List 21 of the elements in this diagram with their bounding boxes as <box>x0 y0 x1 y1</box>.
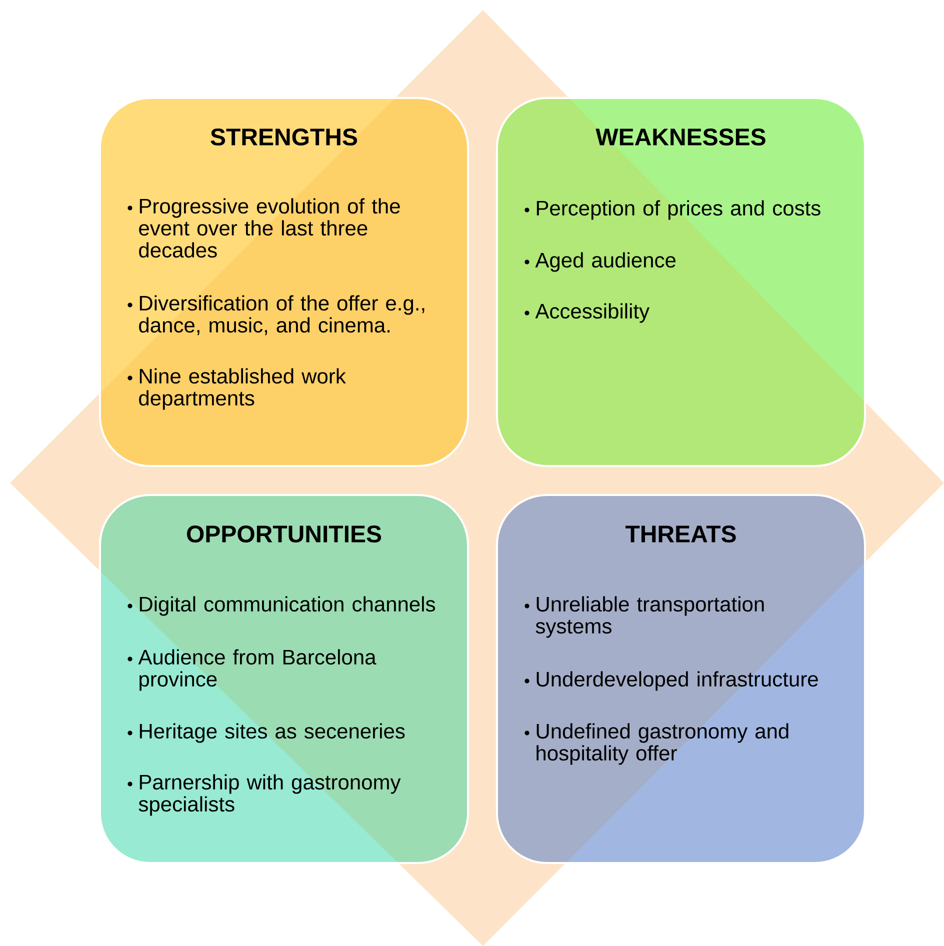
swot-box <box>496 494 866 864</box>
box-heading: OPPORTUNITIES <box>186 526 382 542</box>
bullet-item: Underdeveloped infrastructure <box>536 671 818 691</box>
bullet-item: Parnership with gastronomy specialists <box>138 774 401 816</box>
swot-box <box>99 494 469 864</box>
bullet-item: Progressive evolution of the event over the last three decades <box>139 198 400 258</box>
bullet-item: Digital communication channels <box>140 596 435 616</box>
box-heading: STRENGTHS <box>210 128 358 146</box>
bullet-item: Nine established work departments <box>139 368 346 410</box>
bullet-item: Perception of prices and costs <box>536 200 820 220</box>
bullet-item: Accessibility <box>535 303 650 323</box>
swot-box <box>99 97 469 467</box>
bullet-item: Aged audience <box>535 252 676 272</box>
bullet-item: Undefined gastronomy and hospitality offer <box>536 723 788 765</box>
bullet-item: Audience from Barcelona province <box>138 649 376 691</box>
bullet-item: Heritage sites as seceneries <box>140 723 405 743</box>
swot-box <box>496 97 866 467</box>
bullet-item: Diversification of the offer e.g., dance, music, and cinema. <box>139 295 424 336</box>
box-heading: WEAKNESSES <box>596 128 766 146</box>
bullet-item: Unreliable transportation systems <box>536 596 764 638</box>
box-heading: THREATS <box>626 526 736 542</box>
